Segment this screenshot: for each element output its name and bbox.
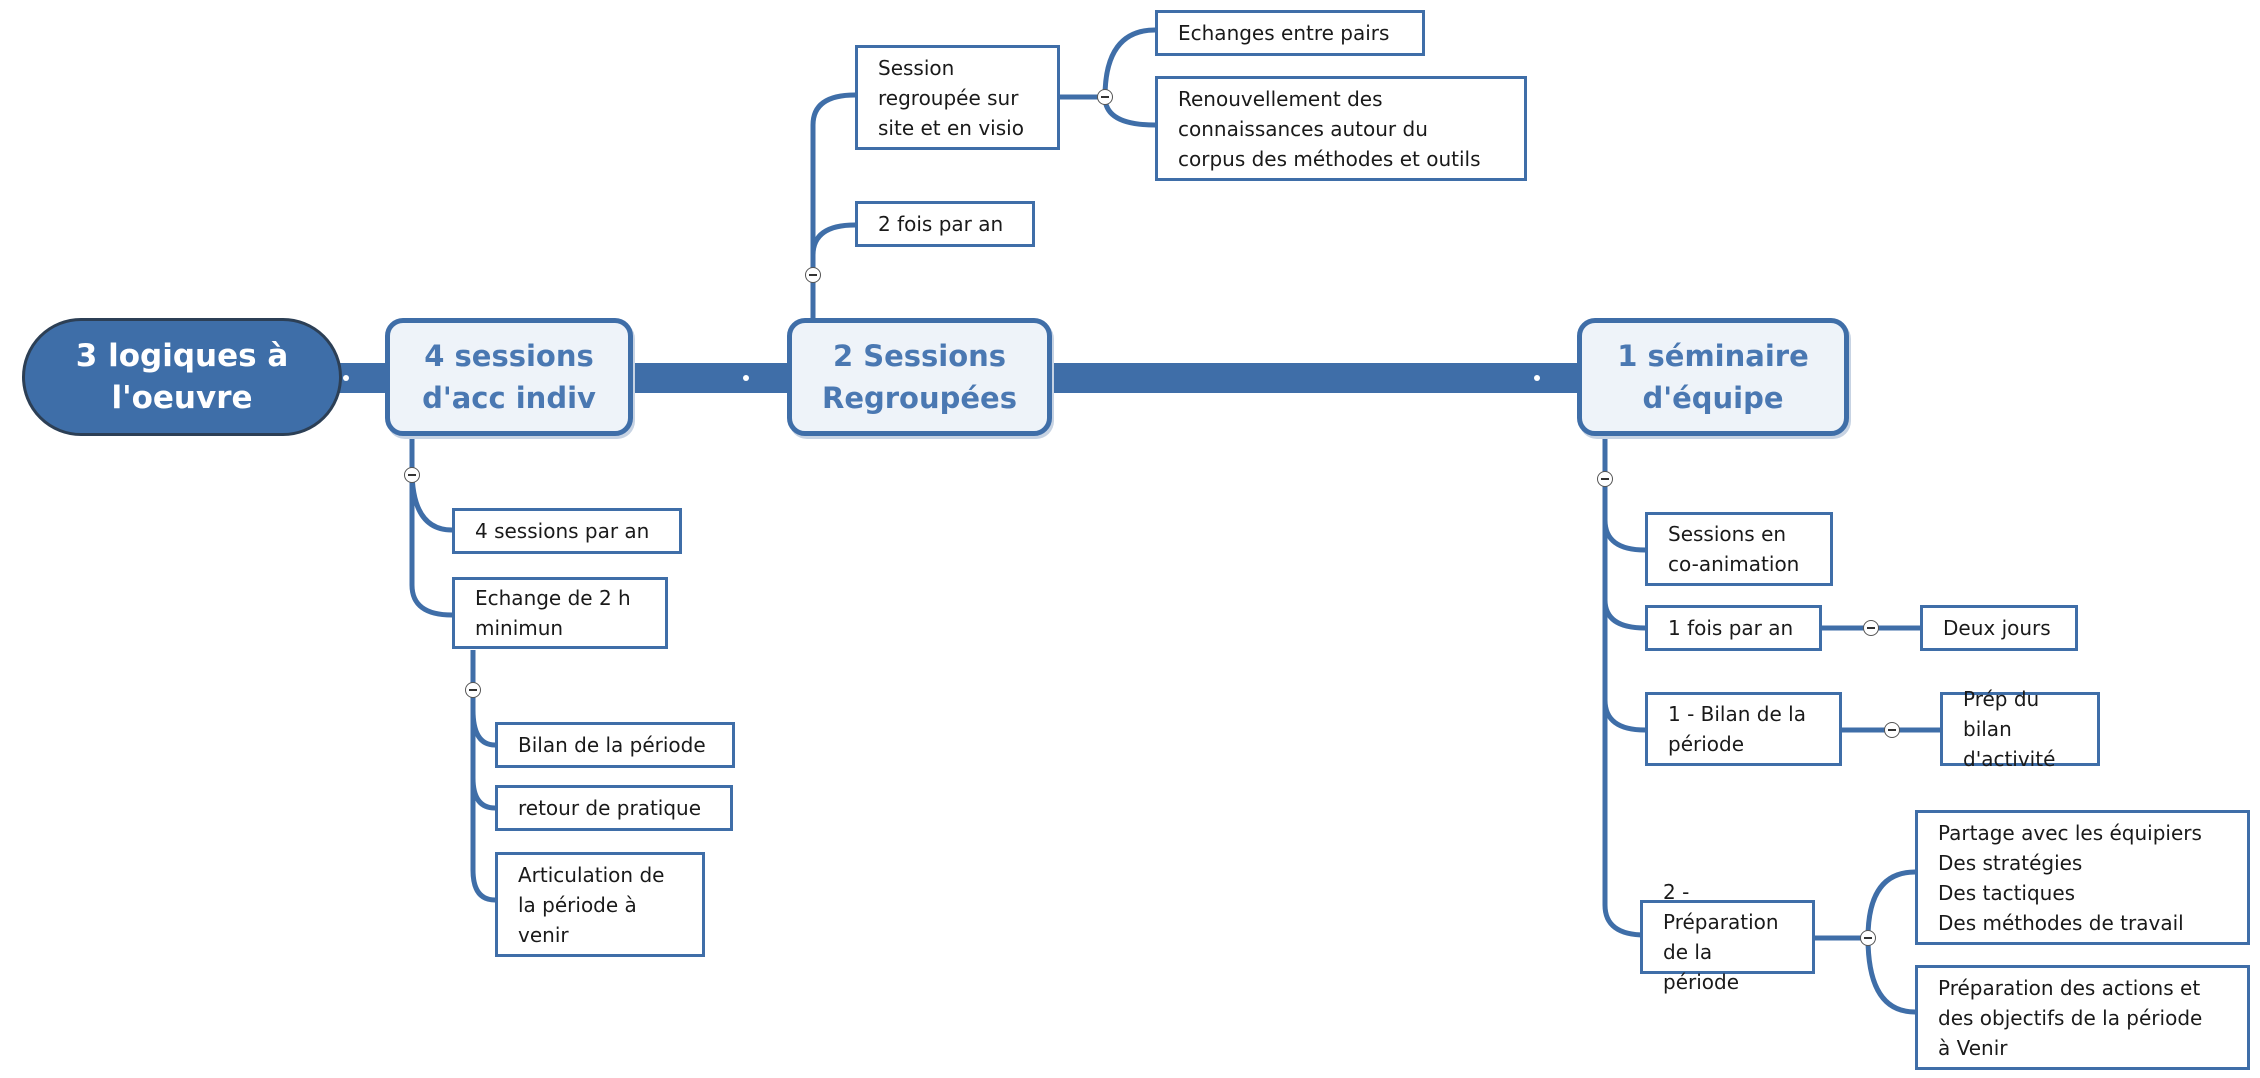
branch-sessions-regroupees[interactable]: 2 Sessions Regroupées — [787, 318, 1052, 436]
topic-4-sessions-par-an[interactable]: 4 sessions par an — [452, 508, 682, 554]
topic-2-fois-par-an[interactable]: 2 fois par an — [855, 201, 1035, 247]
topic-echanges-pairs[interactable]: Echanges entre pairs — [1155, 10, 1425, 56]
topic-prep-bilan-activite[interactable]: Prép du bilan d'activité — [1940, 687, 2100, 771]
topic-echange-2h[interactable]: Echange de 2 h minimun — [452, 577, 668, 649]
collapse-preparation-toggle[interactable] — [1860, 930, 1876, 946]
topic-sessions-co-animation[interactable]: Sessions en co-animation — [1645, 512, 1833, 586]
topic-retour-pratique[interactable]: retour de pratique — [495, 785, 733, 831]
collapse-session-regroupee-toggle[interactable] — [1097, 89, 1113, 105]
topic-deux-jours[interactable]: Deux jours — [1920, 605, 2078, 651]
branch-seminaire-equipe[interactable]: 1 séminaire d'équipe — [1577, 318, 1849, 436]
topic-preparation-actions-objectifs[interactable]: Préparation des actions et des objectifs… — [1915, 965, 2250, 1070]
collapse-acc-indiv-toggle[interactable] — [404, 467, 420, 483]
topic-bilan-de-la-periode[interactable]: 1 - Bilan de la période — [1645, 692, 1842, 766]
root-topic[interactable]: 3 logiques à l'oeuvre — [22, 318, 342, 436]
topic-articulation-periode[interactable]: Articulation de la période à venir — [495, 852, 705, 957]
branch-acc-indiv[interactable]: 4 sessions d'acc indiv — [385, 318, 633, 436]
collapse-1-fois-toggle[interactable] — [1863, 620, 1879, 636]
collapse-seminaire-toggle[interactable] — [1597, 471, 1613, 487]
collapse-echange-toggle[interactable] — [465, 682, 481, 698]
collapse-regroupees-toggle[interactable] — [805, 267, 821, 283]
topic-bilan-periode[interactable]: Bilan de la période — [495, 722, 735, 768]
collapse-bilan-toggle[interactable] — [1884, 722, 1900, 738]
topic-session-regroupee[interactable]: Session regroupée sur site et en visio — [855, 45, 1060, 150]
topic-preparation-periode[interactable]: 2 - Préparation de la période — [1640, 880, 1815, 994]
topic-1-fois-par-an[interactable]: 1 fois par an — [1645, 605, 1822, 651]
topic-partage-equipiers[interactable]: Partage avec les équipiers Des stratégie… — [1915, 810, 2250, 945]
topic-renouvellement-connaissances[interactable]: Renouvellement des connaissances autour … — [1155, 76, 1527, 181]
